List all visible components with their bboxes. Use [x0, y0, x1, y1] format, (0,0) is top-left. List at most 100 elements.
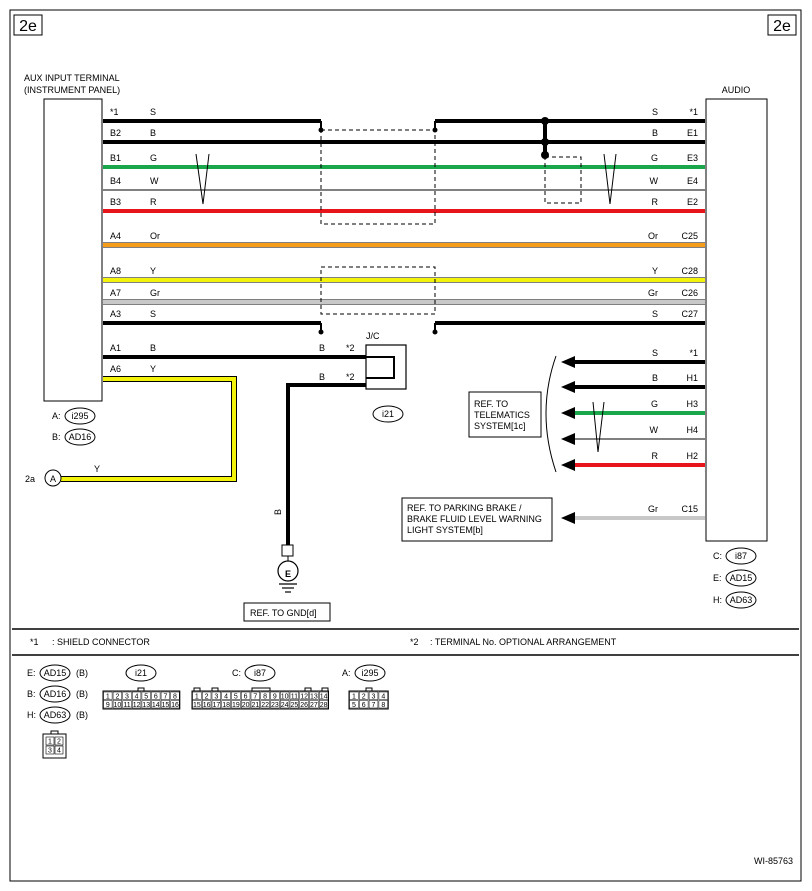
i21-top-cell-4 — [141, 691, 151, 700]
i21-top-pin-4: 5 — [144, 694, 148, 701]
i87-top-cell-6 — [250, 691, 260, 700]
i295-bottom-cell-2 — [368, 700, 379, 709]
i87-bottom-cell-9 — [280, 700, 290, 709]
twist-mark-right — [603, 153, 617, 205]
left-pin-5: A4 — [110, 231, 121, 241]
i87-top-cell-12 — [309, 691, 319, 700]
figure-id: WI-85763 — [754, 856, 793, 866]
shield-box-lower — [320, 266, 436, 315]
right-conn-id-2-oval — [725, 591, 757, 609]
page-tag-left: 2e — [19, 18, 37, 35]
a6-pin: A6 — [110, 364, 121, 374]
i87-top-pin-4: 5 — [234, 694, 238, 701]
right-color-0: S — [652, 107, 658, 117]
parking-ref-line-2: LIGHT SYSTEM[b] — [407, 525, 483, 535]
ref-pin-4: H2 — [686, 451, 698, 461]
ground-symbol-letter: E — [285, 569, 291, 579]
i21-bottom-cell-3 — [132, 700, 142, 709]
i87-bottom-cell-1 — [202, 700, 212, 709]
legend-ad-color-0: (B) — [76, 668, 88, 678]
i21-bottom-pin-0: 9 — [106, 702, 110, 709]
right-conn-id-0: i87 — [735, 551, 747, 561]
i21-bottom-cell-1 — [112, 700, 122, 709]
i87-bottom-cell-12 — [309, 700, 319, 709]
ref-color-0: S — [652, 348, 658, 358]
i295-top-cell-0 — [349, 691, 359, 700]
i295-bottom-pin-0: 5 — [352, 702, 356, 709]
telematics-ref-line-0: REF. TO — [474, 399, 508, 409]
i87-bottom-cell-5 — [241, 700, 251, 709]
i21-bottom-pin-3: 12 — [133, 702, 141, 709]
legend-ad-id-2: AD63 — [44, 710, 67, 720]
left-conn-prefix-1: B: — [52, 432, 61, 442]
left-color-3: W — [150, 176, 159, 186]
ad-pin-cell-1 — [54, 736, 64, 746]
i21-bottom-cell-5 — [151, 700, 161, 709]
i87-bottom-pin-5: 20 — [242, 702, 250, 709]
legend-i295-id-oval — [354, 664, 386, 682]
shield-box-right — [544, 156, 582, 204]
i21-bottom-cell-4 — [141, 700, 151, 709]
a6-color: Y — [150, 364, 156, 374]
ground-circle — [277, 560, 299, 582]
i295-top-cell-3 — [378, 691, 388, 700]
legend-ad-id-1-oval — [39, 685, 71, 703]
note-2-mark: *2 — [410, 637, 419, 647]
legend-ad-prefix-2: H: — [27, 710, 36, 720]
right-pin-7: C26 — [681, 288, 698, 298]
ref-arrow-0 — [561, 356, 575, 368]
i295-bottom-pin-1: 6 — [362, 702, 366, 709]
i87-top-cell-7 — [260, 691, 270, 700]
right-pin-4: E2 — [687, 197, 698, 207]
ref-bracket — [545, 355, 557, 473]
legend-ad-id-0-oval — [39, 664, 71, 682]
ad-connector-latch — [50, 730, 59, 735]
ref-pin-0: *1 — [689, 348, 698, 358]
i87-bottom-cell-8 — [270, 700, 280, 709]
legend-i87-id: i87 — [254, 668, 266, 678]
right-pin-6: C28 — [681, 266, 698, 276]
i21-top-cell-6 — [160, 691, 170, 700]
legend-ad-color-1: (B) — [76, 689, 88, 699]
right-color-4: R — [652, 197, 659, 207]
ref-arrow-2 — [561, 407, 575, 419]
left-conn-id-0-oval — [64, 407, 96, 425]
aux-input-title: AUX INPUT TERMINAL — [24, 73, 120, 83]
left-conn-id-1-oval — [64, 428, 96, 446]
page-tag-left-box — [13, 14, 43, 36]
joint-connector — [365, 344, 407, 390]
i295-bottom-pin-2: 7 — [372, 702, 376, 709]
i87-bottom-cell-11 — [299, 700, 309, 709]
ad-pin-cell-3 — [54, 745, 64, 755]
left-color-8: S — [150, 309, 156, 319]
i21-top-pin-1: 2 — [115, 694, 119, 701]
ref-arrow-3 — [561, 433, 575, 445]
telematics-ref-box — [468, 391, 542, 438]
i87-top-pin-11: 12 — [300, 694, 308, 701]
i87-top-cell-11 — [299, 691, 309, 700]
i87-bottom-pin-3: 18 — [222, 702, 230, 709]
i87-bottom-cell-4 — [231, 700, 241, 709]
right-conn-prefix-0: C: — [713, 551, 722, 561]
i87-bottom-cell-13 — [319, 700, 329, 709]
i295-bottom-cell-3 — [378, 700, 388, 709]
i87-bottom-pin-12: 27 — [310, 702, 318, 709]
ground-wire-color: B — [273, 509, 283, 515]
ref-pin-1: H1 — [686, 373, 698, 383]
i87-top-cell-1 — [202, 691, 212, 700]
legend-ad-id-0: AD15 — [44, 668, 67, 678]
jc-id: i21 — [382, 409, 394, 419]
wire-ground — [286, 383, 366, 547]
i21-top-pin-7: 8 — [173, 694, 177, 701]
i87-top-pin-13: 14 — [320, 694, 328, 701]
splice-dot-2 — [541, 138, 549, 146]
i21-top-pin-3: 4 — [135, 694, 139, 701]
left-color-7: Gr — [150, 288, 160, 298]
i21-top-pin-5: 6 — [154, 694, 158, 701]
i295-top-cell-1 — [359, 691, 369, 700]
left-pin-7: A7 — [110, 288, 121, 298]
left-color-1: B — [150, 128, 156, 138]
legend-i87-prefix: C: — [232, 668, 241, 678]
a1-pin: A1 — [110, 343, 121, 353]
note-2: : TERMINAL No. OPTIONAL ARRANGEMENT — [430, 637, 617, 647]
